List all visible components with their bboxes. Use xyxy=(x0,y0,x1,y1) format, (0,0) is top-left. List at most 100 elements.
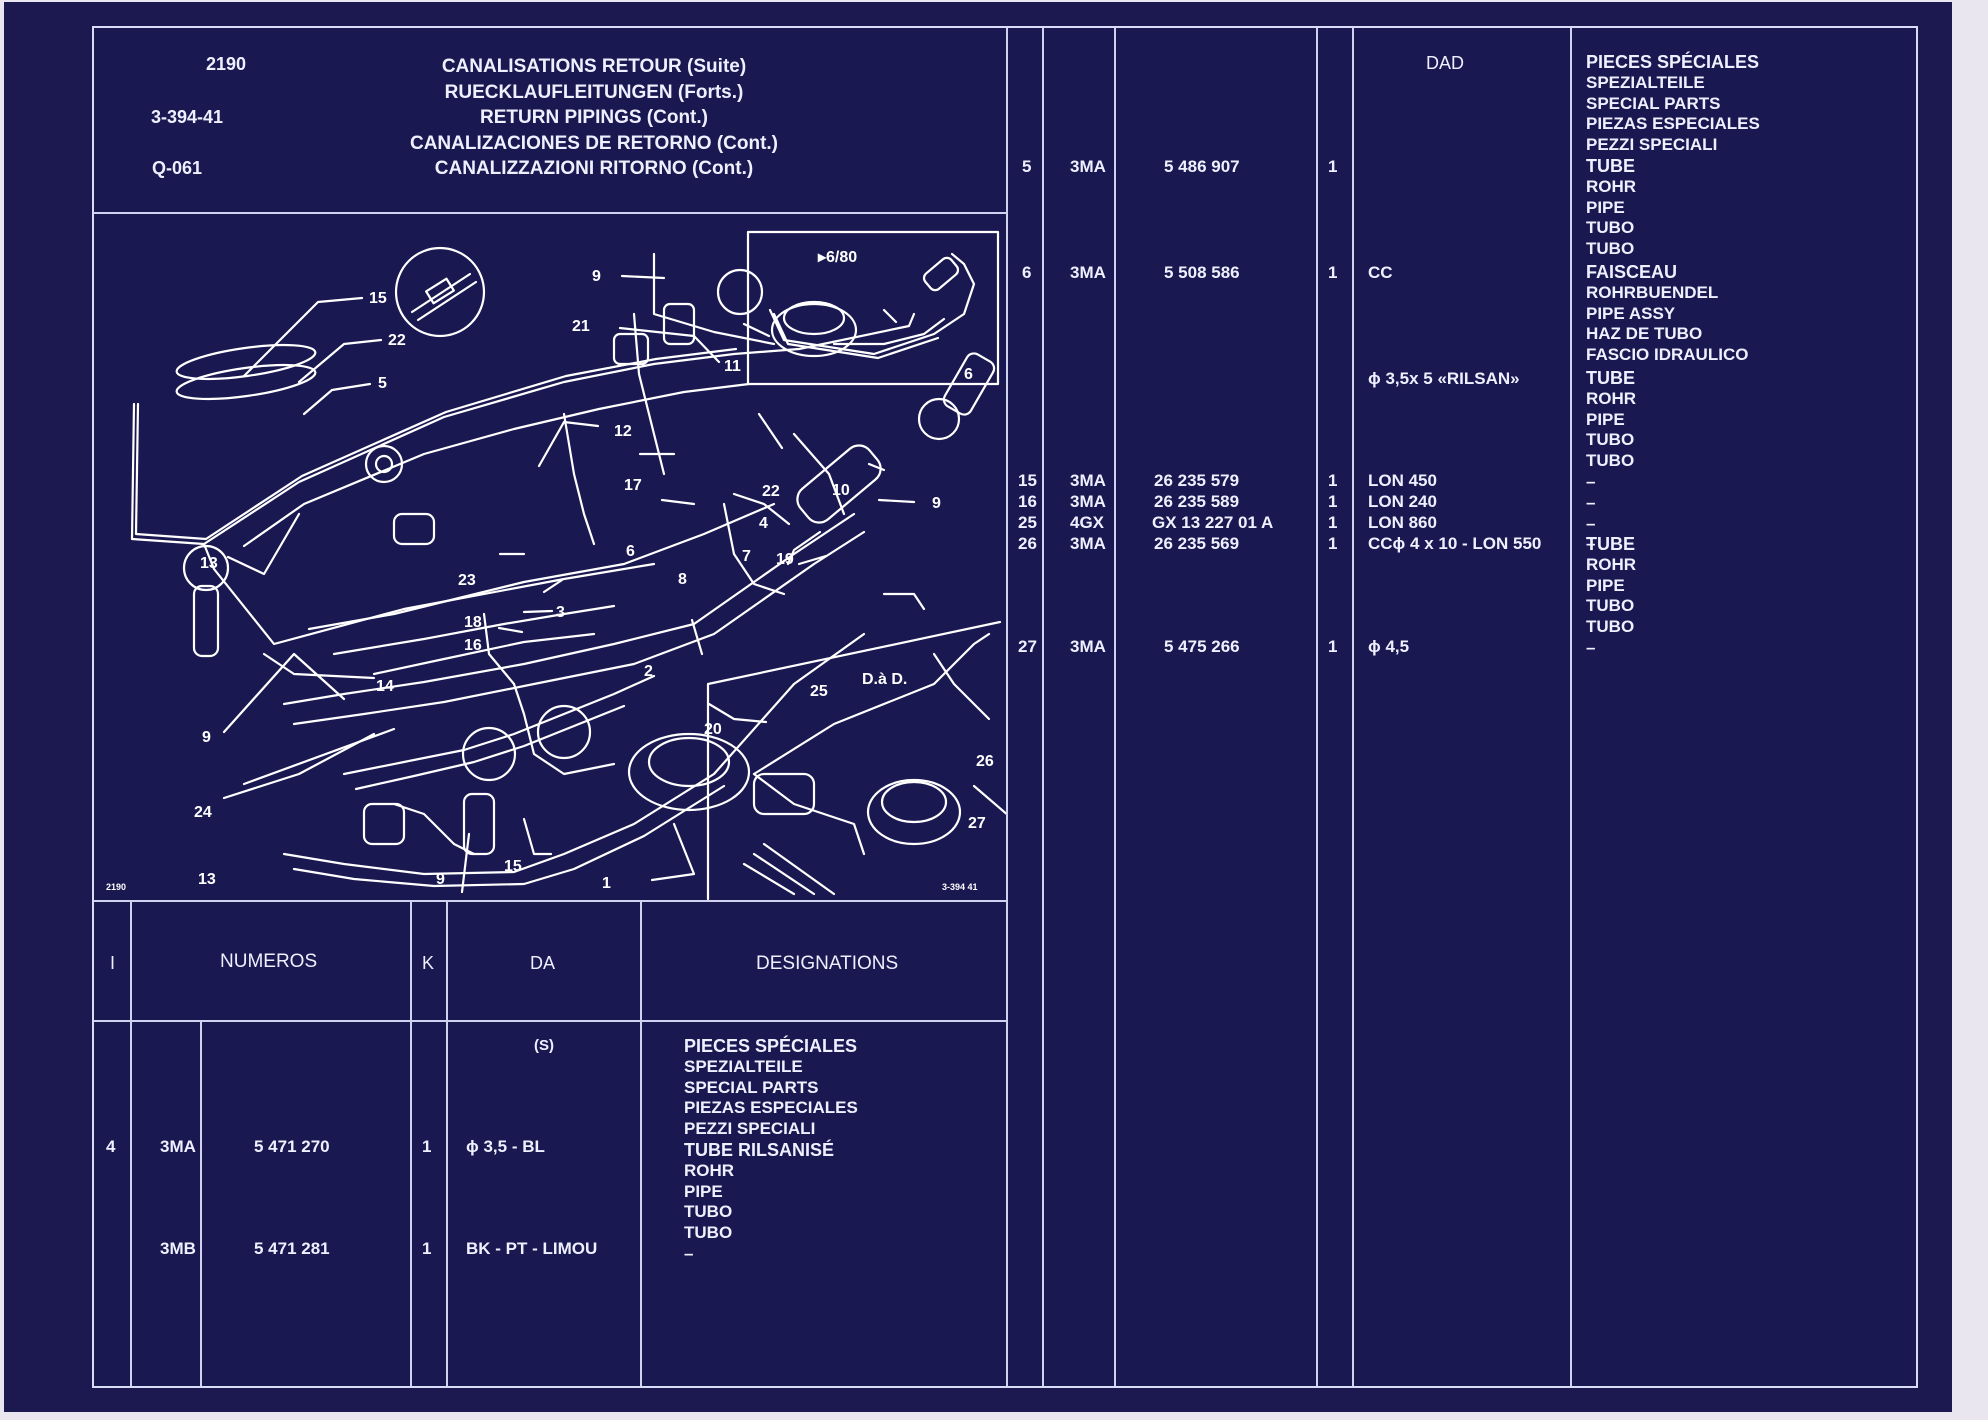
diagram-callout-23: 23 xyxy=(458,572,476,589)
divider-diagram-table xyxy=(1006,28,1008,1386)
right-row-27-i: 27 xyxy=(1018,637,1037,656)
diagram-callout-13: 13 xyxy=(200,555,218,572)
right-row-25-dad: LON 860 xyxy=(1368,513,1437,532)
diagram-callout-8: 8 xyxy=(678,571,687,588)
header-code-q: Q-061 xyxy=(152,158,203,178)
divider-right-dad xyxy=(1570,28,1572,1386)
left-row-1-code: 3MA xyxy=(160,1137,196,1156)
right-row-25-k: 1 xyxy=(1328,513,1338,532)
right-row-16-k: 1 xyxy=(1328,492,1338,511)
right-row-6-k: 1 xyxy=(1328,263,1338,282)
diagram-callout-9: 9 xyxy=(932,495,941,512)
left-divider-k xyxy=(446,900,448,1386)
diagram-callout-6: 6 xyxy=(626,543,635,560)
diagram-callout-15: 15 xyxy=(504,858,522,875)
diagram-callout-12: 12 xyxy=(614,423,632,440)
da-note: (S) xyxy=(534,1037,554,1054)
right-row-6-code: 3MA xyxy=(1070,263,1106,282)
diagram-callout-15: 15 xyxy=(369,290,387,307)
right-row-27-dad: ϕ 4,5 xyxy=(1368,637,1410,656)
diagram-callout-19: 19 xyxy=(776,551,794,568)
header-code-2190: 2190 xyxy=(206,54,247,74)
left-divider-code xyxy=(200,1020,202,1386)
right-designation-row-5: TUBE ROHR PIPE TUBO TUBO xyxy=(1586,156,1637,259)
microfiche-slide: 2190 3-394-41 Q-061 CANALISATIONS RETOUR… xyxy=(4,2,1952,1412)
diagram-corner-right: 3-394 41 xyxy=(942,882,978,892)
diagram-callout-6: 6 xyxy=(964,366,973,383)
left-row-2-code: 3MB xyxy=(160,1239,196,1258)
col-header-da: DA xyxy=(530,953,556,973)
diagram-callout-18: 18 xyxy=(464,614,482,631)
diagram-callout-20: 20 xyxy=(704,721,722,738)
right-row-6-i: 6 xyxy=(1022,263,1032,282)
inset-top-label: ▸6/80 xyxy=(817,249,857,266)
left-divider-da xyxy=(640,900,642,1386)
right-row-15-dad: LON 450 xyxy=(1368,471,1437,490)
diagram-callout-4: 4 xyxy=(759,515,768,532)
exploded-piping-diagram: 15 22 5 9 21 11 12 17 22 10 4 9 6 7 19 8… xyxy=(106,230,1006,900)
right-row-26-i: 26 xyxy=(1018,534,1037,553)
col-header-dad: DAD xyxy=(1426,53,1465,73)
left-divider-i xyxy=(130,900,132,1386)
right-row-6-dad: CC xyxy=(1368,263,1393,282)
title-es: CANALIZACIONES DE RETORNO (Cont.) xyxy=(409,132,779,154)
divider-right-code xyxy=(1114,28,1116,1386)
header-titles: CANALISATIONS RETOUR (Suite) RUECKLAUFLE… xyxy=(344,54,844,182)
col-header-i: I xyxy=(110,953,116,973)
right-row-15-k: 1 xyxy=(1328,471,1338,490)
right-row-25-code: 4GX xyxy=(1070,513,1105,532)
left-row-2-number: 5 471 281 xyxy=(254,1239,330,1258)
title-fr: CANALISATIONS RETOUR (Suite) xyxy=(441,56,747,77)
left-row-1-i: 4 xyxy=(106,1137,116,1156)
diagram-callout-9: 9 xyxy=(592,268,601,285)
diagram-callout-25: 25 xyxy=(810,683,828,700)
right-row-26-k: 1 xyxy=(1328,534,1338,553)
right-row-26-code: 3MA xyxy=(1070,534,1106,553)
diagram-callout-16: 16 xyxy=(464,637,482,654)
diagram-callout-17: 17 xyxy=(624,477,642,494)
right-rilsan-note: ϕ 3,5x 5 «RILSAN» xyxy=(1368,369,1520,388)
diagram-callout-22: 22 xyxy=(388,332,406,349)
right-row-26-dad: CCϕ 4 x 10 - LON 550 xyxy=(1368,534,1542,553)
col-header-k: K xyxy=(422,953,435,973)
diagram-callout-7: 7 xyxy=(742,548,751,565)
title-de: RUECKLAUFLEITUNGEN (Forts.) xyxy=(444,81,744,103)
right-row-15-number: 26 235 579 xyxy=(1154,471,1240,490)
divider-right-number xyxy=(1316,28,1318,1386)
diagram-callout-1: 1 xyxy=(602,875,611,892)
right-designation-rows-26-27: TUBE ROHR PIPE TUBO TUBO – xyxy=(1586,534,1637,657)
col-header-designations: DESIGNATIONS xyxy=(756,953,899,974)
right-row-5-i: 5 xyxy=(1022,157,1032,176)
parts-catalog-page: 2190 3-394-41 Q-061 CANALISATIONS RETOUR… xyxy=(92,26,1918,1388)
left-row-1-number: 5 471 270 xyxy=(254,1137,330,1156)
left-designation-list: PIECES SPÉCIALES SPEZIALTEILE SPECIAL PA… xyxy=(684,1036,858,1263)
title-en: RETURN PIPINGS (Cont.) xyxy=(480,107,708,128)
diagram-bottom-line xyxy=(94,900,1008,902)
diagram-callout-14: 14 xyxy=(376,678,394,695)
right-row-27-k: 1 xyxy=(1328,637,1338,656)
diagram-callout-3: 3 xyxy=(556,604,565,621)
left-row-1-k: 1 xyxy=(422,1137,432,1156)
diagram-callout-9: 9 xyxy=(202,729,211,746)
divider-right-i xyxy=(1042,28,1044,1386)
left-divider-number xyxy=(410,900,412,1386)
right-row-25-number: GX 13 227 01 A xyxy=(1152,513,1274,532)
diagram-callout-9: 9 xyxy=(436,871,445,888)
diagram-callout-13: 13 xyxy=(198,871,216,888)
diagram-callout-26: 26 xyxy=(976,753,994,770)
right-row-15-code: 3MA xyxy=(1070,471,1106,490)
right-special-parts-heading: PIECES SPÉCIALES SPEZIALTEILE SPECIAL PA… xyxy=(1586,52,1760,155)
diagram-callout-5: 5 xyxy=(378,375,387,392)
right-row-15-i: 15 xyxy=(1018,471,1037,490)
right-row-5-code: 3MA xyxy=(1070,157,1106,176)
header-code-ref: 3-394-41 xyxy=(151,107,224,127)
right-row-25-i: 25 xyxy=(1018,513,1037,532)
left-row-2-da: BK - PT - LIMOU xyxy=(466,1239,598,1258)
col-header-numeros: NUMEROS xyxy=(220,951,318,972)
right-row-27-code: 3MA xyxy=(1070,637,1106,656)
right-designation-row-6: FAISCEAU ROHRBUENDEL PIPE ASSY HAZ DE TU… xyxy=(1586,262,1749,365)
right-row-5-k: 1 xyxy=(1328,157,1338,176)
right-row-16-code: 3MA xyxy=(1070,492,1106,511)
right-row-16-number: 26 235 589 xyxy=(1154,492,1240,511)
title-it: CANALIZZAZIONI RITORNO (Cont.) xyxy=(434,158,754,179)
